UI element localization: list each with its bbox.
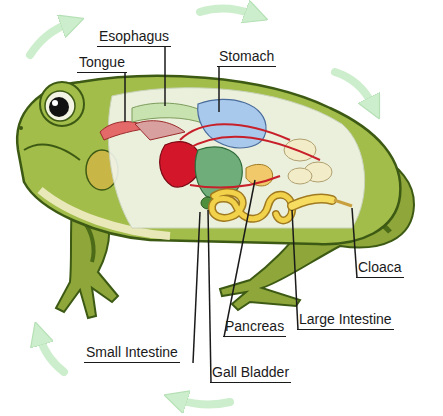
lung bbox=[135, 121, 185, 140]
leader-lines bbox=[125, 47, 357, 383]
part-label: Pancreas bbox=[223, 318, 286, 337]
eye-glint bbox=[52, 100, 58, 106]
mouth bbox=[24, 145, 80, 160]
cloaca bbox=[334, 200, 352, 206]
part-label: Small Intestine bbox=[84, 344, 180, 363]
part-label: Stomach bbox=[217, 48, 276, 67]
body-cavity bbox=[108, 88, 364, 228]
esophagus bbox=[132, 103, 205, 124]
part-label: Gall Bladder bbox=[210, 364, 291, 383]
blood-vessels bbox=[180, 124, 320, 187]
organ-oval bbox=[284, 139, 316, 161]
pupil bbox=[49, 97, 69, 117]
part-label: Large Intestine bbox=[297, 311, 394, 330]
part-label: Tongue bbox=[77, 54, 127, 73]
eye bbox=[45, 91, 75, 121]
organ-oval bbox=[288, 168, 312, 184]
part-label: Cloaca bbox=[356, 259, 404, 278]
nostril bbox=[19, 126, 23, 130]
part-label: Esophagus bbox=[97, 28, 171, 47]
intestines bbox=[212, 192, 332, 220]
eye-bump bbox=[40, 82, 84, 126]
